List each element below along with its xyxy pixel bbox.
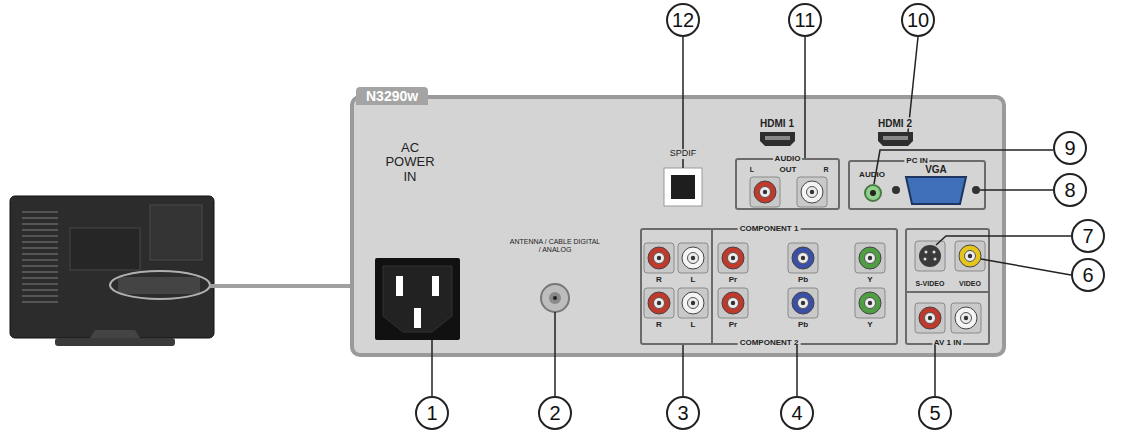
callout-number: 11	[795, 10, 816, 30]
group-heading: AV 1 IN	[932, 340, 963, 349]
callout-number: 7	[1082, 226, 1093, 246]
callout-number: 3	[677, 403, 688, 423]
callout-circle: 4	[780, 396, 814, 430]
callout-circle: 1	[415, 396, 449, 430]
callout-number: 1	[426, 403, 437, 423]
tv-stand	[55, 338, 175, 346]
group-heading: AUDIO	[773, 155, 803, 164]
tv-cover	[150, 205, 202, 260]
group-heading: PC IN	[904, 157, 929, 166]
callout-number: 4	[791, 403, 802, 423]
tv-cover	[70, 228, 140, 270]
connector-group: PC IN	[848, 160, 986, 210]
tv-rear-illustration	[10, 196, 214, 346]
connector-group: COMPONENT 1COMPONENT 2	[640, 228, 898, 345]
tv-connector-strip	[118, 277, 200, 294]
callout-circle: 11	[788, 3, 822, 37]
group-heading: COMPONENT 2	[738, 340, 801, 349]
callout-circle: 7	[1071, 219, 1105, 253]
back-panel: N3290wAUDIOPC INCOMPONENT 1COMPONENT 2AV…	[350, 95, 1006, 357]
callout-circle: 2	[538, 396, 572, 430]
callout-circle: 9	[1053, 131, 1087, 165]
highlight-ring	[110, 271, 210, 299]
callout-circle: 10	[901, 3, 935, 37]
callout-circle: 12	[666, 3, 700, 37]
vent-slots	[22, 212, 58, 302]
tv-stand	[90, 330, 140, 338]
callout-number: 10	[907, 10, 929, 30]
callout-number: 2	[549, 403, 560, 423]
connector-group: AV 1 IN	[905, 228, 990, 345]
callout-number: 5	[929, 403, 940, 423]
callout-circle: 6	[1071, 258, 1105, 292]
connector-group: AUDIO	[735, 158, 840, 210]
callout-number: 8	[1064, 180, 1075, 200]
model-tab: N3290w	[356, 87, 428, 105]
callout-circle: 8	[1053, 173, 1087, 207]
callout-number: 9	[1064, 138, 1075, 158]
callout-number: 6	[1082, 265, 1093, 285]
callout-circle: 5	[918, 396, 952, 430]
callout-circle: 3	[666, 396, 700, 430]
group-heading: COMPONENT 1	[738, 225, 801, 234]
callout-number: 12	[672, 10, 694, 30]
zoom-line	[210, 284, 350, 288]
